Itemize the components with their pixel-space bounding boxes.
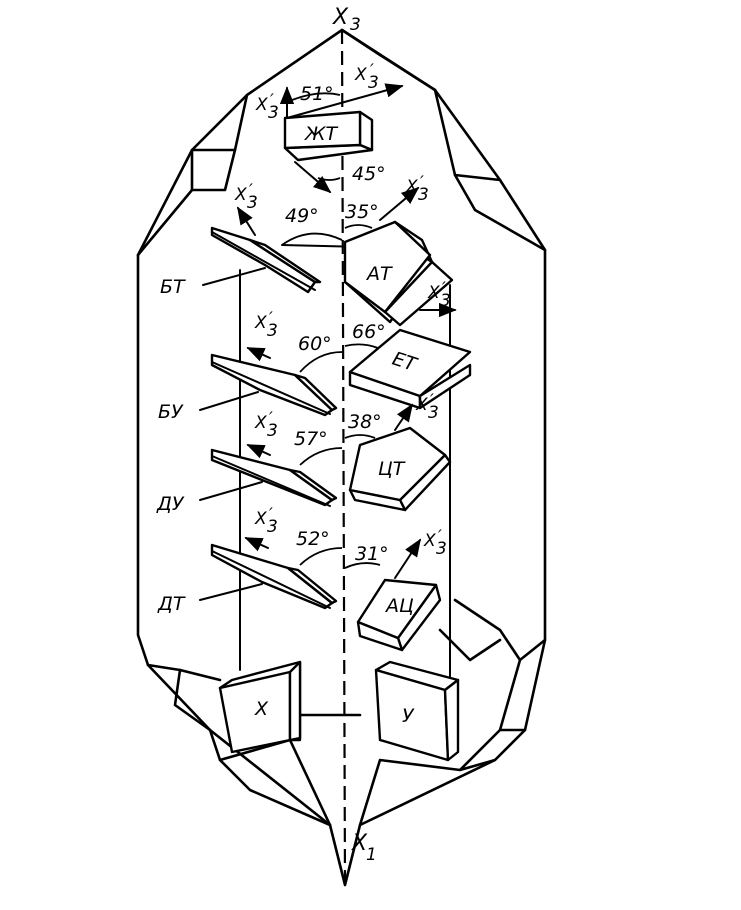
cut-at: АТ X 3 35° X 3 ′ ′ (343, 173, 457, 327)
svg-text:ДУ: ДУ (156, 493, 185, 515)
svg-text:3: 3 (350, 15, 361, 35)
svg-text:3: 3 (428, 403, 439, 423)
svg-text:3: 3 (368, 73, 379, 93)
svg-text:У: У (402, 705, 415, 727)
svg-text:X: X (254, 413, 267, 433)
optical-axis (340, 29, 347, 886)
prime-mark: ′ (269, 505, 273, 525)
svg-text:3: 3 (267, 321, 278, 341)
svg-text:ЖТ: ЖТ (304, 123, 338, 145)
svg-text:1: 1 (366, 845, 377, 865)
prime-mark: ′ (438, 527, 442, 547)
svg-text:X: X (332, 5, 349, 30)
cut-et: ЕТ 66° (344, 321, 472, 410)
svg-text:X: X (351, 831, 368, 856)
svg-text:57°: 57° (294, 428, 328, 450)
svg-text:X: X (254, 313, 267, 333)
svg-text:3: 3 (267, 517, 278, 537)
svg-text:45°: 45° (352, 163, 386, 185)
svg-text:X: X (427, 283, 440, 303)
svg-text:60°: 60° (298, 333, 332, 355)
svg-text:3: 3 (418, 185, 429, 205)
svg-text:ЦТ: ЦТ (378, 458, 406, 480)
svg-text:3: 3 (267, 421, 278, 441)
svg-text:АЦ: АЦ (384, 595, 414, 617)
svg-text:3: 3 (247, 193, 258, 213)
cut-y: У (374, 660, 460, 762)
svg-text:АТ: АТ (365, 263, 393, 285)
cut-dt: X 3 ДТ 52° ′ (157, 505, 343, 615)
prime-mark: ′ (370, 61, 374, 81)
axis-label-bottom: X 1 (351, 831, 377, 865)
prime-mark: ′ (430, 391, 434, 411)
cut-zht: ЖТ 51° X 3 X 3 45° ′ ′ (255, 61, 404, 194)
svg-text:X: X (234, 185, 247, 205)
cut-x: X (218, 660, 302, 754)
axis-label-top: X 3 (332, 5, 361, 35)
cut-tst: ЦТ X 3 38° ′ (344, 391, 452, 512)
svg-text:3: 3 (440, 291, 451, 311)
svg-text:52°: 52° (296, 528, 330, 550)
svg-text:31°: 31° (355, 543, 389, 565)
cut-bt: X 3 БТ 49° ′ (160, 181, 366, 298)
svg-text:БУ: БУ (158, 401, 184, 423)
svg-text:38°: 38° (348, 411, 382, 433)
svg-text:49°: 49° (285, 205, 319, 227)
svg-text:X: X (354, 65, 367, 85)
prime-mark: ′ (420, 173, 424, 193)
svg-text:X: X (254, 509, 267, 529)
svg-text:3: 3 (268, 103, 279, 123)
svg-text:X: X (255, 95, 268, 115)
svg-text:3: 3 (436, 539, 447, 559)
svg-text:X: X (254, 698, 269, 720)
prime-mark: ′ (269, 309, 273, 329)
svg-text:X: X (423, 531, 436, 551)
svg-text:ДТ: ДТ (157, 593, 186, 615)
cut-ats: АЦ X 3 31° ′ (344, 527, 447, 652)
svg-text:X: X (415, 395, 428, 415)
cut-bu: X 3 БУ 60° ′ (158, 309, 343, 423)
prime-mark: ′ (270, 91, 274, 111)
prime-mark: ′ (269, 409, 273, 429)
svg-text:51°: 51° (300, 83, 334, 105)
cut-du: X 3 ДУ 57° ′ (156, 409, 343, 515)
prime-mark: ′ (442, 279, 446, 299)
svg-text:БТ: БТ (160, 276, 186, 298)
svg-text:66°: 66° (352, 321, 386, 343)
svg-text:X: X (405, 177, 418, 197)
svg-text:35°: 35° (345, 201, 379, 223)
prime-mark: ′ (249, 181, 253, 201)
